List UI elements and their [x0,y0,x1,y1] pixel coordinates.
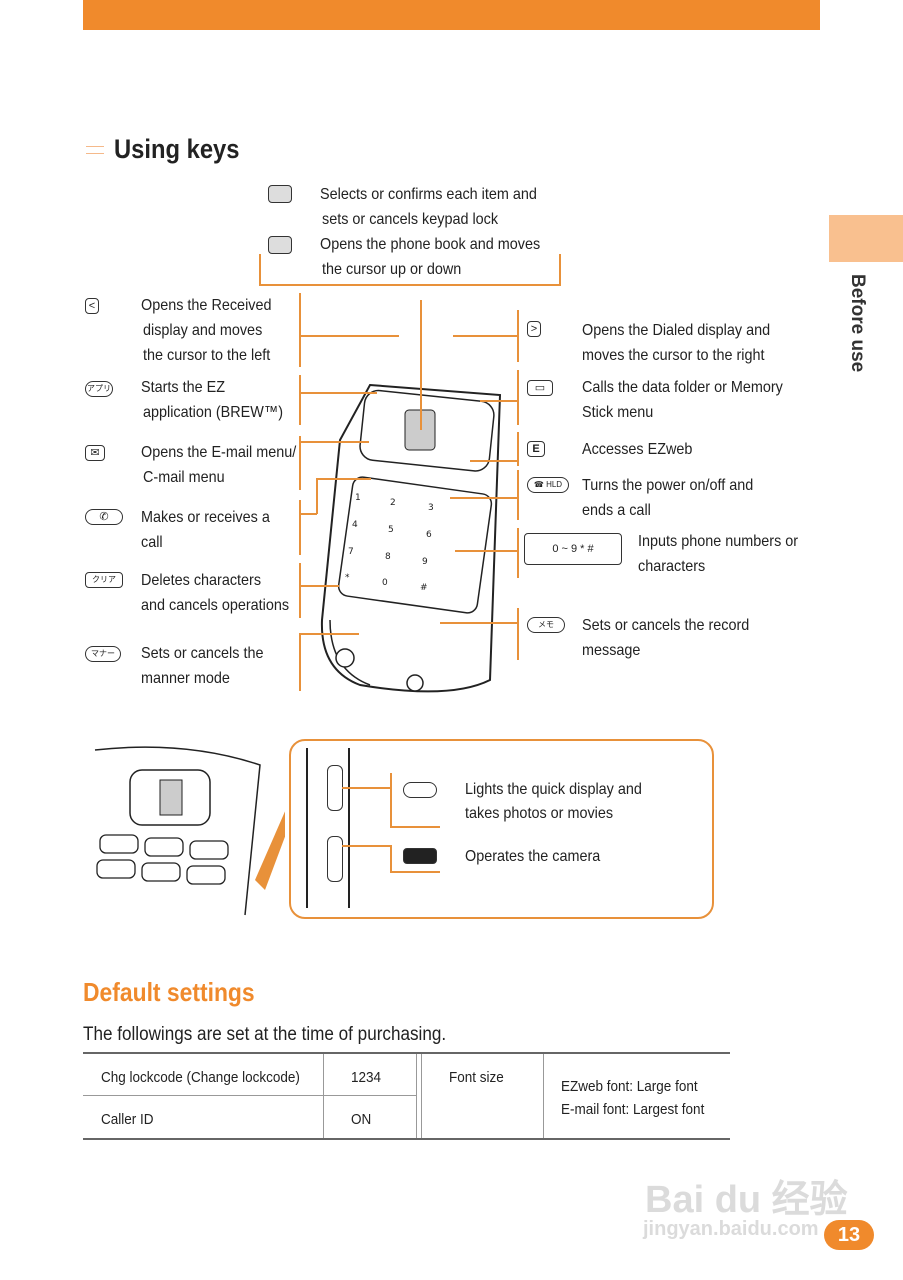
desc-text: Accesses EZweb [582,441,693,458]
desc-text: Operates the camera [465,848,601,865]
table-value: 1234 [351,1069,382,1086]
side-tab [829,215,903,262]
desc-text: Turns the power on/off and [582,477,754,494]
desc-text: sets or cancels keypad lock [322,211,499,228]
light-side-key [327,765,343,811]
number-keys-icon: 0 ~ 9 * # [524,533,622,565]
desc-text: message [582,642,641,659]
memo-key-icon: メモ [527,617,565,633]
phone-illustration: 1 2 3 4 5 6 7 8 9 * 0 # [320,383,502,693]
desc-text: call [141,534,163,551]
section-title: Using keys [114,134,240,164]
desc-text: Opens the phone book and moves [320,236,541,253]
side-tab-label: Before use [847,274,868,373]
call-key-icon: ✆ [85,509,123,525]
top-accent-bar [83,0,820,30]
watermark-logo: Bai du 经验 [645,1179,848,1221]
table-label: Chg lockcode (Change lockcode) [101,1069,300,1086]
up-down-key-icon [268,236,292,254]
svg-text:*: * [345,573,350,583]
svg-text:3: 3 [428,503,434,513]
desc-text: Lights the quick display and [465,781,642,798]
right-key-icon: > [527,321,541,337]
intro-text: The followings are set at the time of pu… [83,1024,447,1045]
center-select-key-icon [268,185,292,203]
light-key-icon [403,782,437,798]
app-key-icon: アプリ [85,381,113,397]
settings-table: Chg lockcode (Change lockcode) 1234 Call… [83,1052,730,1140]
section-marker-icon [86,146,104,154]
table-label: Caller ID [101,1111,154,1128]
desc-text: Deletes characters [141,572,262,589]
desc-text: moves the cursor to the right [582,347,765,364]
clear-key-icon: クリア [85,572,123,588]
phone-keypad-closeup [94,746,285,916]
svg-text:0: 0 [382,578,388,588]
camera-side-key [327,836,343,882]
desc-text: the cursor to the left [143,347,271,364]
folder-key-icon: ▭ [527,380,553,396]
desc-text: Selects or confirms each item and [320,186,537,203]
section-title: Default settings [83,977,255,1007]
svg-text:5: 5 [388,525,394,535]
table-value: EZweb font: Large font [561,1078,698,1095]
desc-text: and cancels operations [141,597,290,614]
desc-text: Sets or cancels the record [582,617,750,634]
svg-text:8: 8 [385,552,391,562]
table-value: E-mail font: Largest font [561,1101,705,1118]
side-keys-callout [289,739,714,919]
desc-text: the cursor up or down [322,261,462,278]
desc-text: Opens the Received [141,297,272,314]
desc-text: C-mail menu [143,469,225,486]
desc-text: Makes or receives a [141,509,270,526]
desc-text: Calls the data folder or Memory [582,379,783,396]
desc-text: display and moves [143,322,263,339]
watermark-url: jingyan.baidu.com [643,1218,819,1240]
left-key-icon: < [85,298,99,314]
desc-text: manner mode [141,670,230,687]
camera-key-icon [403,848,437,864]
desc-text: Opens the E-mail menu/ [141,444,297,461]
svg-text:6: 6 [426,530,432,540]
page-number: 13 [824,1220,874,1250]
phone-side-edge [306,748,350,908]
svg-text:1: 1 [355,493,361,503]
svg-text:2: 2 [390,498,396,508]
desc-text: Stick menu [582,404,654,421]
svg-text:#: # [420,583,428,593]
desc-text: ends a call [582,502,651,519]
desc-text: Inputs phone numbers or [638,533,799,550]
mail-key-icon: ✉ [85,445,105,461]
desc-text: Opens the Dialed display and [582,322,771,339]
desc-text: Starts the EZ [141,379,226,396]
power-key-icon: ☎ HLD [527,477,569,493]
desc-text: Sets or cancels the [141,645,264,662]
manner-key-icon: マナー [85,646,121,662]
desc-text: characters [638,558,706,575]
svg-text:9: 9 [422,557,428,567]
ezweb-key-icon: E [527,441,545,457]
desc-text: application (BREW™) [143,404,284,421]
table-value: ON [351,1111,372,1128]
svg-text:4: 4 [352,520,358,530]
table-label: Font size [449,1069,504,1086]
desc-text: takes photos or movies [465,805,614,822]
svg-text:7: 7 [348,547,354,557]
